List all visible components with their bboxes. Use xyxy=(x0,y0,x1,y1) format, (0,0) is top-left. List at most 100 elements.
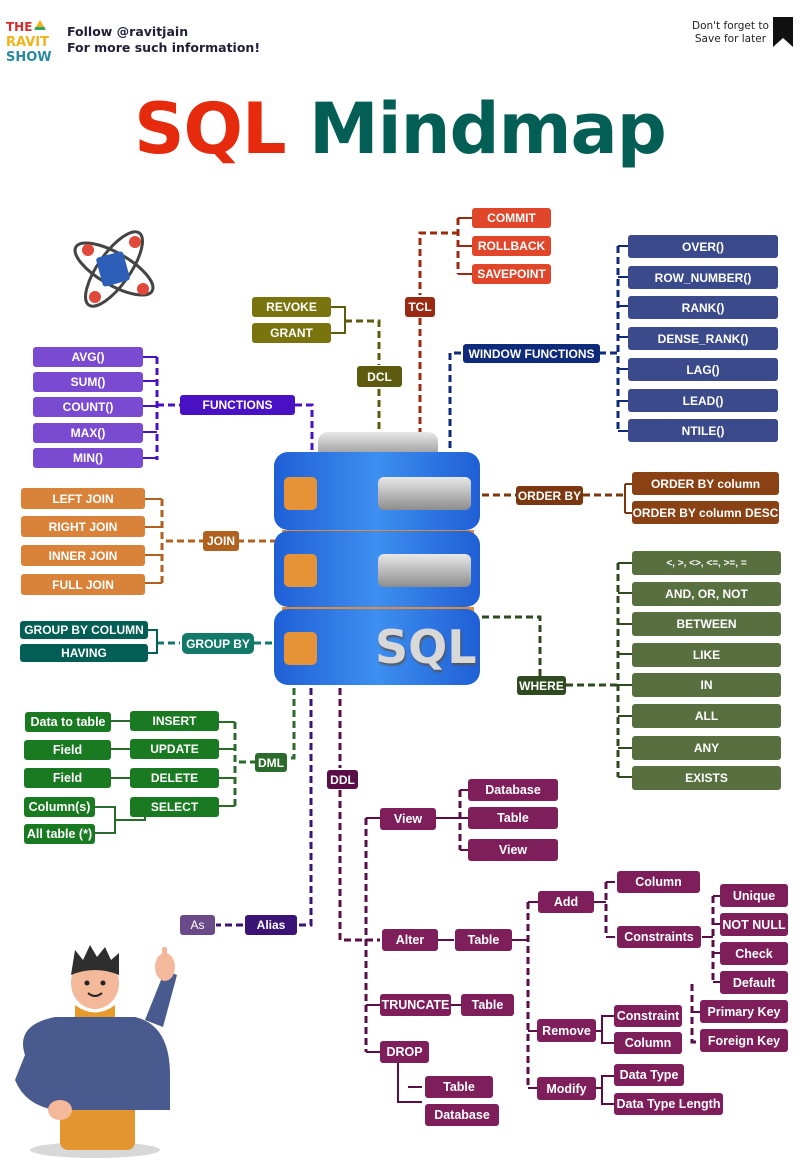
where-item[interactable]: IN xyxy=(632,673,781,697)
constraint-item[interactable]: NOT NULL xyxy=(720,913,788,936)
constraint-item[interactable]: Unique xyxy=(720,884,788,907)
functions-item[interactable]: MIN() xyxy=(33,448,143,468)
dml-item[interactable]: INSERT xyxy=(130,711,219,731)
tcl-item[interactable]: ROLLBACK xyxy=(472,236,551,256)
drop-item[interactable]: Database xyxy=(425,1104,499,1126)
join-item[interactable]: LEFT JOIN xyxy=(21,488,145,509)
connector-ddl xyxy=(338,688,380,942)
ddl-truncate[interactable]: TRUNCATE xyxy=(380,994,451,1016)
atom-database-icon xyxy=(68,228,160,314)
window-item[interactable]: LAG() xyxy=(628,358,778,381)
functions-item[interactable]: MAX() xyxy=(33,423,143,443)
dcl-item[interactable]: REVOKE xyxy=(252,297,331,317)
groupby-item[interactable]: HAVING xyxy=(20,644,148,662)
window-item[interactable]: NTILE() xyxy=(628,419,778,442)
connector-dml xyxy=(236,688,296,764)
ddl-drop[interactable]: DROP xyxy=(380,1041,429,1063)
character-illustration-icon xyxy=(5,945,185,1164)
ddl-add-column[interactable]: Column xyxy=(617,871,700,893)
dml-detail[interactable]: Field xyxy=(24,740,111,760)
ddl-add-constraints[interactable]: Constraints xyxy=(617,926,701,948)
window-item[interactable]: OVER() xyxy=(628,235,778,258)
alias-item[interactable]: As xyxy=(180,915,215,935)
branch-order-by[interactable]: ORDER BY xyxy=(516,486,583,505)
title-mindmap: Mindmap xyxy=(309,88,667,170)
branch-dcl[interactable]: DCL xyxy=(357,366,402,387)
dml-item[interactable]: SELECT xyxy=(130,797,219,817)
bookmark-icon[interactable] xyxy=(772,17,794,51)
drop-item[interactable]: Table xyxy=(425,1076,493,1098)
ddl-alter-modify[interactable]: Modify xyxy=(537,1077,596,1100)
brand-logo: THE RAVIT SHOW xyxy=(6,18,62,65)
groupby-item[interactable]: GROUP BY COLUMN xyxy=(20,621,148,639)
connector-tcl xyxy=(418,231,459,433)
save-reminder: Don't forget to Save for later xyxy=(692,20,769,46)
join-item[interactable]: INNER JOIN xyxy=(21,545,145,566)
center-sql-label: SQL xyxy=(375,620,477,674)
branch-dml[interactable]: DML xyxy=(255,753,287,772)
where-item[interactable]: ALL xyxy=(632,704,781,728)
branch-functions[interactable]: FUNCTIONS xyxy=(180,395,295,415)
title-sql: SQL xyxy=(134,88,287,170)
window-item[interactable]: DENSE_RANK() xyxy=(628,327,778,350)
functions-item[interactable]: SUM() xyxy=(33,372,143,392)
constraint-item[interactable]: Check xyxy=(720,942,788,965)
where-item[interactable]: EXISTS xyxy=(632,766,781,790)
truncate-item[interactable]: Table xyxy=(461,994,514,1016)
logo-line-3: SHOW xyxy=(6,50,52,64)
constraint-item[interactable]: Default xyxy=(720,971,788,994)
branch-join[interactable]: JOIN xyxy=(203,531,239,551)
orderby-item[interactable]: ORDER BY column xyxy=(632,472,779,495)
constraint-item[interactable]: Foreign Key xyxy=(700,1029,788,1052)
where-item[interactable]: AND, OR, NOT xyxy=(632,582,781,606)
ddl-view-item[interactable]: Database xyxy=(468,779,558,801)
dml-detail[interactable]: Field xyxy=(24,768,111,788)
modify-item[interactable]: Data Type Length xyxy=(614,1093,723,1115)
constraint-item[interactable]: Primary Key xyxy=(700,1000,788,1023)
where-item[interactable]: ANY xyxy=(632,736,781,760)
join-item[interactable]: FULL JOIN xyxy=(21,574,145,595)
tcl-item[interactable]: SAVEPOINT xyxy=(472,264,551,284)
branch-window-functions[interactable]: WINDOW FUNCTIONS xyxy=(463,344,600,363)
window-item[interactable]: ROW_NUMBER() xyxy=(628,266,778,289)
ddl-alter-add[interactable]: Add xyxy=(538,891,594,913)
dml-item[interactable]: DELETE xyxy=(130,768,219,788)
window-item[interactable]: LEAD() xyxy=(628,389,778,412)
remove-item[interactable]: Column xyxy=(614,1032,682,1054)
modify-item[interactable]: Data Type xyxy=(614,1064,684,1086)
dml-detail[interactable]: Column(s) xyxy=(24,797,95,817)
ddl-view-item[interactable]: View xyxy=(468,839,558,861)
follow-handle[interactable]: Follow @ravitjain xyxy=(67,24,189,39)
branch-group-by[interactable]: GROUP BY xyxy=(182,633,254,654)
ddl-view[interactable]: View xyxy=(380,808,436,830)
orderby-item[interactable]: ORDER BY column DESC xyxy=(632,501,779,524)
ravit-show-logo-icon: THE RAVIT SHOW xyxy=(6,20,52,65)
tcl-item[interactable]: COMMIT xyxy=(472,208,551,228)
ddl-view-item[interactable]: Table xyxy=(468,807,558,829)
ddl-alter-remove[interactable]: Remove xyxy=(537,1019,596,1042)
follow-text: Follow @ravitjain For more such informat… xyxy=(67,24,260,56)
functions-item[interactable]: AVG() xyxy=(33,347,143,367)
join-item[interactable]: RIGHT JOIN xyxy=(21,516,145,537)
branch-alias[interactable]: Alias xyxy=(245,915,297,935)
branch-tcl[interactable]: TCL xyxy=(405,297,435,317)
dml-detail[interactable]: All table (*) xyxy=(24,824,95,844)
dml-detail[interactable]: Data to table xyxy=(25,712,111,732)
where-item[interactable]: <, >, <>, <=, >=, = xyxy=(632,551,781,575)
ddl-alter[interactable]: Alter xyxy=(382,929,438,951)
connector-window xyxy=(448,351,461,455)
window-item[interactable]: RANK() xyxy=(628,296,778,319)
sql-database-icon xyxy=(272,430,484,694)
functions-item[interactable]: COUNT() xyxy=(33,397,143,417)
logo-line-1: THE xyxy=(6,20,32,34)
where-item[interactable]: LIKE xyxy=(632,643,781,667)
dml-item[interactable]: UPDATE xyxy=(130,739,219,759)
remove-item[interactable]: Constraint xyxy=(614,1005,682,1027)
dcl-item[interactable]: GRANT xyxy=(252,323,331,343)
branch-where[interactable]: WHERE xyxy=(517,676,566,695)
where-item[interactable]: BETWEEN xyxy=(632,612,781,636)
branch-ddl[interactable]: DDL xyxy=(327,770,358,789)
page-title: SQL Mindmap xyxy=(0,88,800,170)
ddl-alter-table[interactable]: Table xyxy=(455,929,512,951)
